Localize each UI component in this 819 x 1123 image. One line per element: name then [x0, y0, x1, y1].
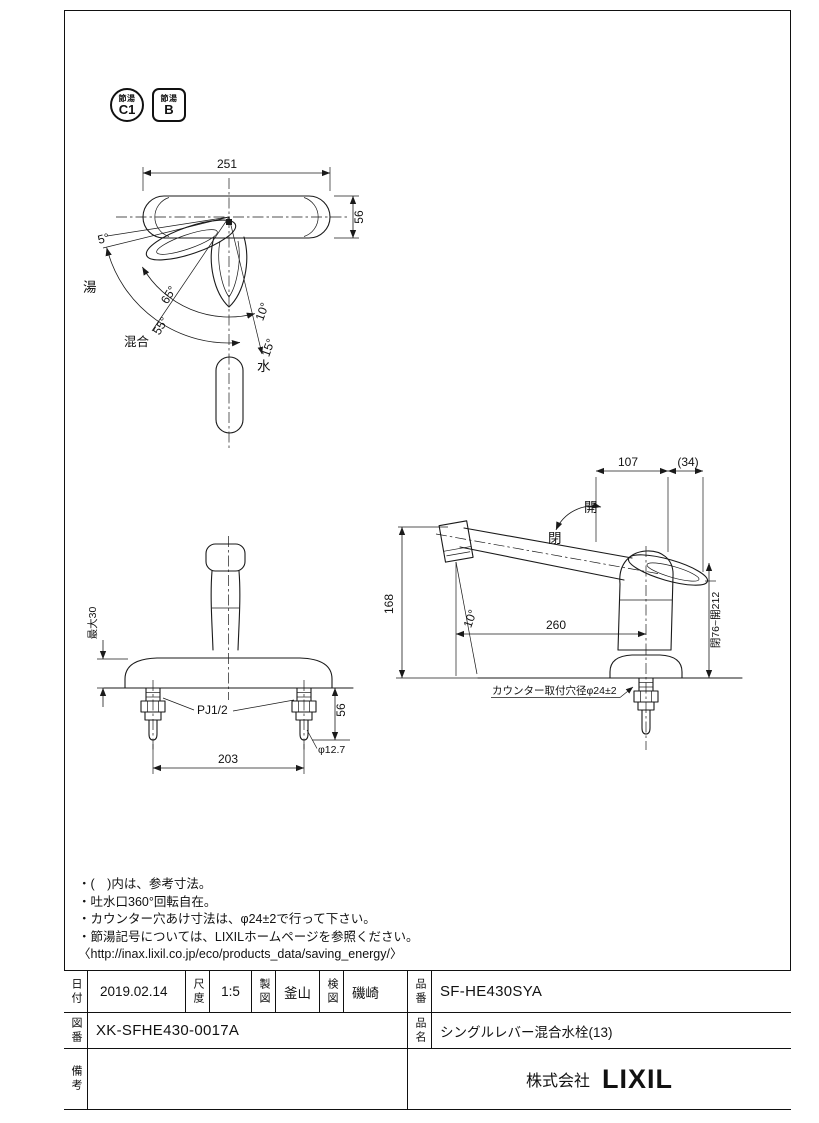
spout-body-plan: [142, 195, 331, 239]
eco-badge-b: 節湯 B: [152, 88, 186, 122]
lever-plan: [145, 219, 237, 261]
dim-pitch: 203: [218, 752, 238, 766]
checker-label-cell: 検図: [320, 971, 344, 1013]
note-line-3: ・カウンター穴あけ寸法は、φ24±2で行って下さい。: [78, 912, 376, 926]
escutcheon-side: [609, 654, 683, 679]
part-no-value: SF-HE430SYA: [432, 971, 791, 1013]
note-line-4: ・節湯記号については、LIXILホームページを参照ください。: [78, 929, 419, 944]
date-label: 日付: [70, 977, 82, 1006]
body-side: [619, 550, 674, 651]
front-view: 最大30 PJ1/2 56 φ12.7 203: [86, 536, 354, 774]
spout-top-edge: [463, 527, 633, 559]
angle-10: 10°: [253, 301, 272, 323]
angle-65: 65°: [158, 283, 180, 306]
spout-rotated-plan: [215, 356, 244, 434]
note-line-1: ・( )内は、参考寸法。: [78, 877, 212, 891]
scale-label-cell: 尺度: [186, 971, 210, 1013]
side-shank: [633, 677, 659, 735]
dim-tube-dia: φ12.7: [318, 744, 345, 756]
dim-lever-reach: 107: [618, 455, 638, 469]
note-line-url: 〈http://inax.lixil.co.jp/eco/products_da…: [78, 947, 403, 961]
angle-hot-offset: 5°: [96, 230, 111, 247]
company-prefix: 株式会社: [525, 1073, 590, 1090]
body-front-right: [237, 570, 241, 651]
dim-top-depth: 56: [352, 210, 366, 224]
label-closed: 閉: [548, 531, 562, 546]
date-value: 2019.02.14: [88, 971, 186, 1013]
label-thread: PJ1/2: [197, 703, 228, 717]
notes: ・( )内は、参考寸法。 ・吐水口360°回転自在。 ・カウンター穴あけ寸法は、…: [78, 876, 418, 964]
drafter-label-cell: 製図: [252, 971, 276, 1013]
company-logo: LIXIL: [602, 1063, 673, 1094]
scale-value: 1:5: [210, 971, 252, 1013]
part-no-label-cell: 品番: [408, 971, 432, 1013]
dim-top-width: 251: [217, 157, 237, 171]
note-line-2: ・吐水口360°回転自在。: [78, 894, 217, 909]
eco-badge-c1: 節湯 C1: [110, 88, 144, 122]
label-mix: 混合: [124, 334, 150, 349]
body-front-left: [210, 570, 214, 651]
drawing-no-label: 図番: [70, 1016, 82, 1045]
label-hot: 湯: [83, 279, 97, 295]
dim-spout-height: 168: [382, 594, 396, 614]
checker-value: 磯崎: [344, 971, 408, 1013]
drawing-no-label-cell: 図番: [64, 1013, 88, 1049]
drafter-value: 釜山: [276, 971, 320, 1013]
dim-deck-max: 最大30: [86, 607, 99, 640]
product-name-value: シングルレバー混合水栓(13): [432, 1013, 791, 1049]
drawing-no-value: XK-SFHE430-0017A: [88, 1013, 408, 1049]
angle-15: 15°: [259, 337, 278, 359]
label-counter-hole: カウンター取付穴径φ24±2: [492, 684, 617, 697]
angle-spray: 10°: [461, 608, 480, 630]
dim-reach: 260: [546, 618, 566, 632]
remarks-label-cell: 備考: [64, 1049, 88, 1110]
label-open: 開: [584, 500, 598, 515]
remarks-value: [88, 1049, 408, 1110]
date-label-cell: 日付: [64, 971, 88, 1013]
part-no-label: 品番: [414, 977, 426, 1006]
side-view: 107 (34) 開 閉 168 10° 260 閉76~開212 カウンター取…: [382, 455, 743, 750]
label-cold: 水: [257, 359, 271, 374]
escutcheon-front: [124, 657, 333, 689]
product-name-label-cell: 品名: [408, 1013, 432, 1049]
eco-badge-c1-type: 節湯: [118, 93, 136, 103]
eco-badge-b-class: B: [164, 101, 174, 117]
aerator: [438, 520, 474, 563]
eco-badge-c1-class: C1: [118, 101, 136, 117]
remarks-label: 備考: [70, 1065, 82, 1093]
company-cell: 株式会社 LIXIL: [408, 1049, 791, 1110]
title-block: 日付 2019.02.14 尺度 1:5 製図 釜山 検図 磯崎 品番 SF-H…: [64, 970, 791, 1110]
checker-label: 検図: [326, 977, 338, 1006]
dim-lever-range: 閉76~開212: [710, 592, 722, 648]
eco-badge-b-type: 節湯: [160, 93, 178, 103]
spout-end-front: [205, 543, 246, 572]
scale-label: 尺度: [192, 977, 204, 1006]
spout-bottom-edge: [459, 546, 625, 581]
dim-shank-length: 56: [334, 703, 348, 717]
top-view: 251 56 5° 湯 65° 55° 10° 15° 混合 水: [83, 157, 366, 448]
left-shank: [140, 687, 166, 741]
dim-lever-ref: (34): [677, 455, 698, 469]
product-name-label: 品名: [414, 1016, 426, 1045]
drafter-label: 製図: [258, 977, 270, 1006]
right-shank: [291, 687, 317, 741]
